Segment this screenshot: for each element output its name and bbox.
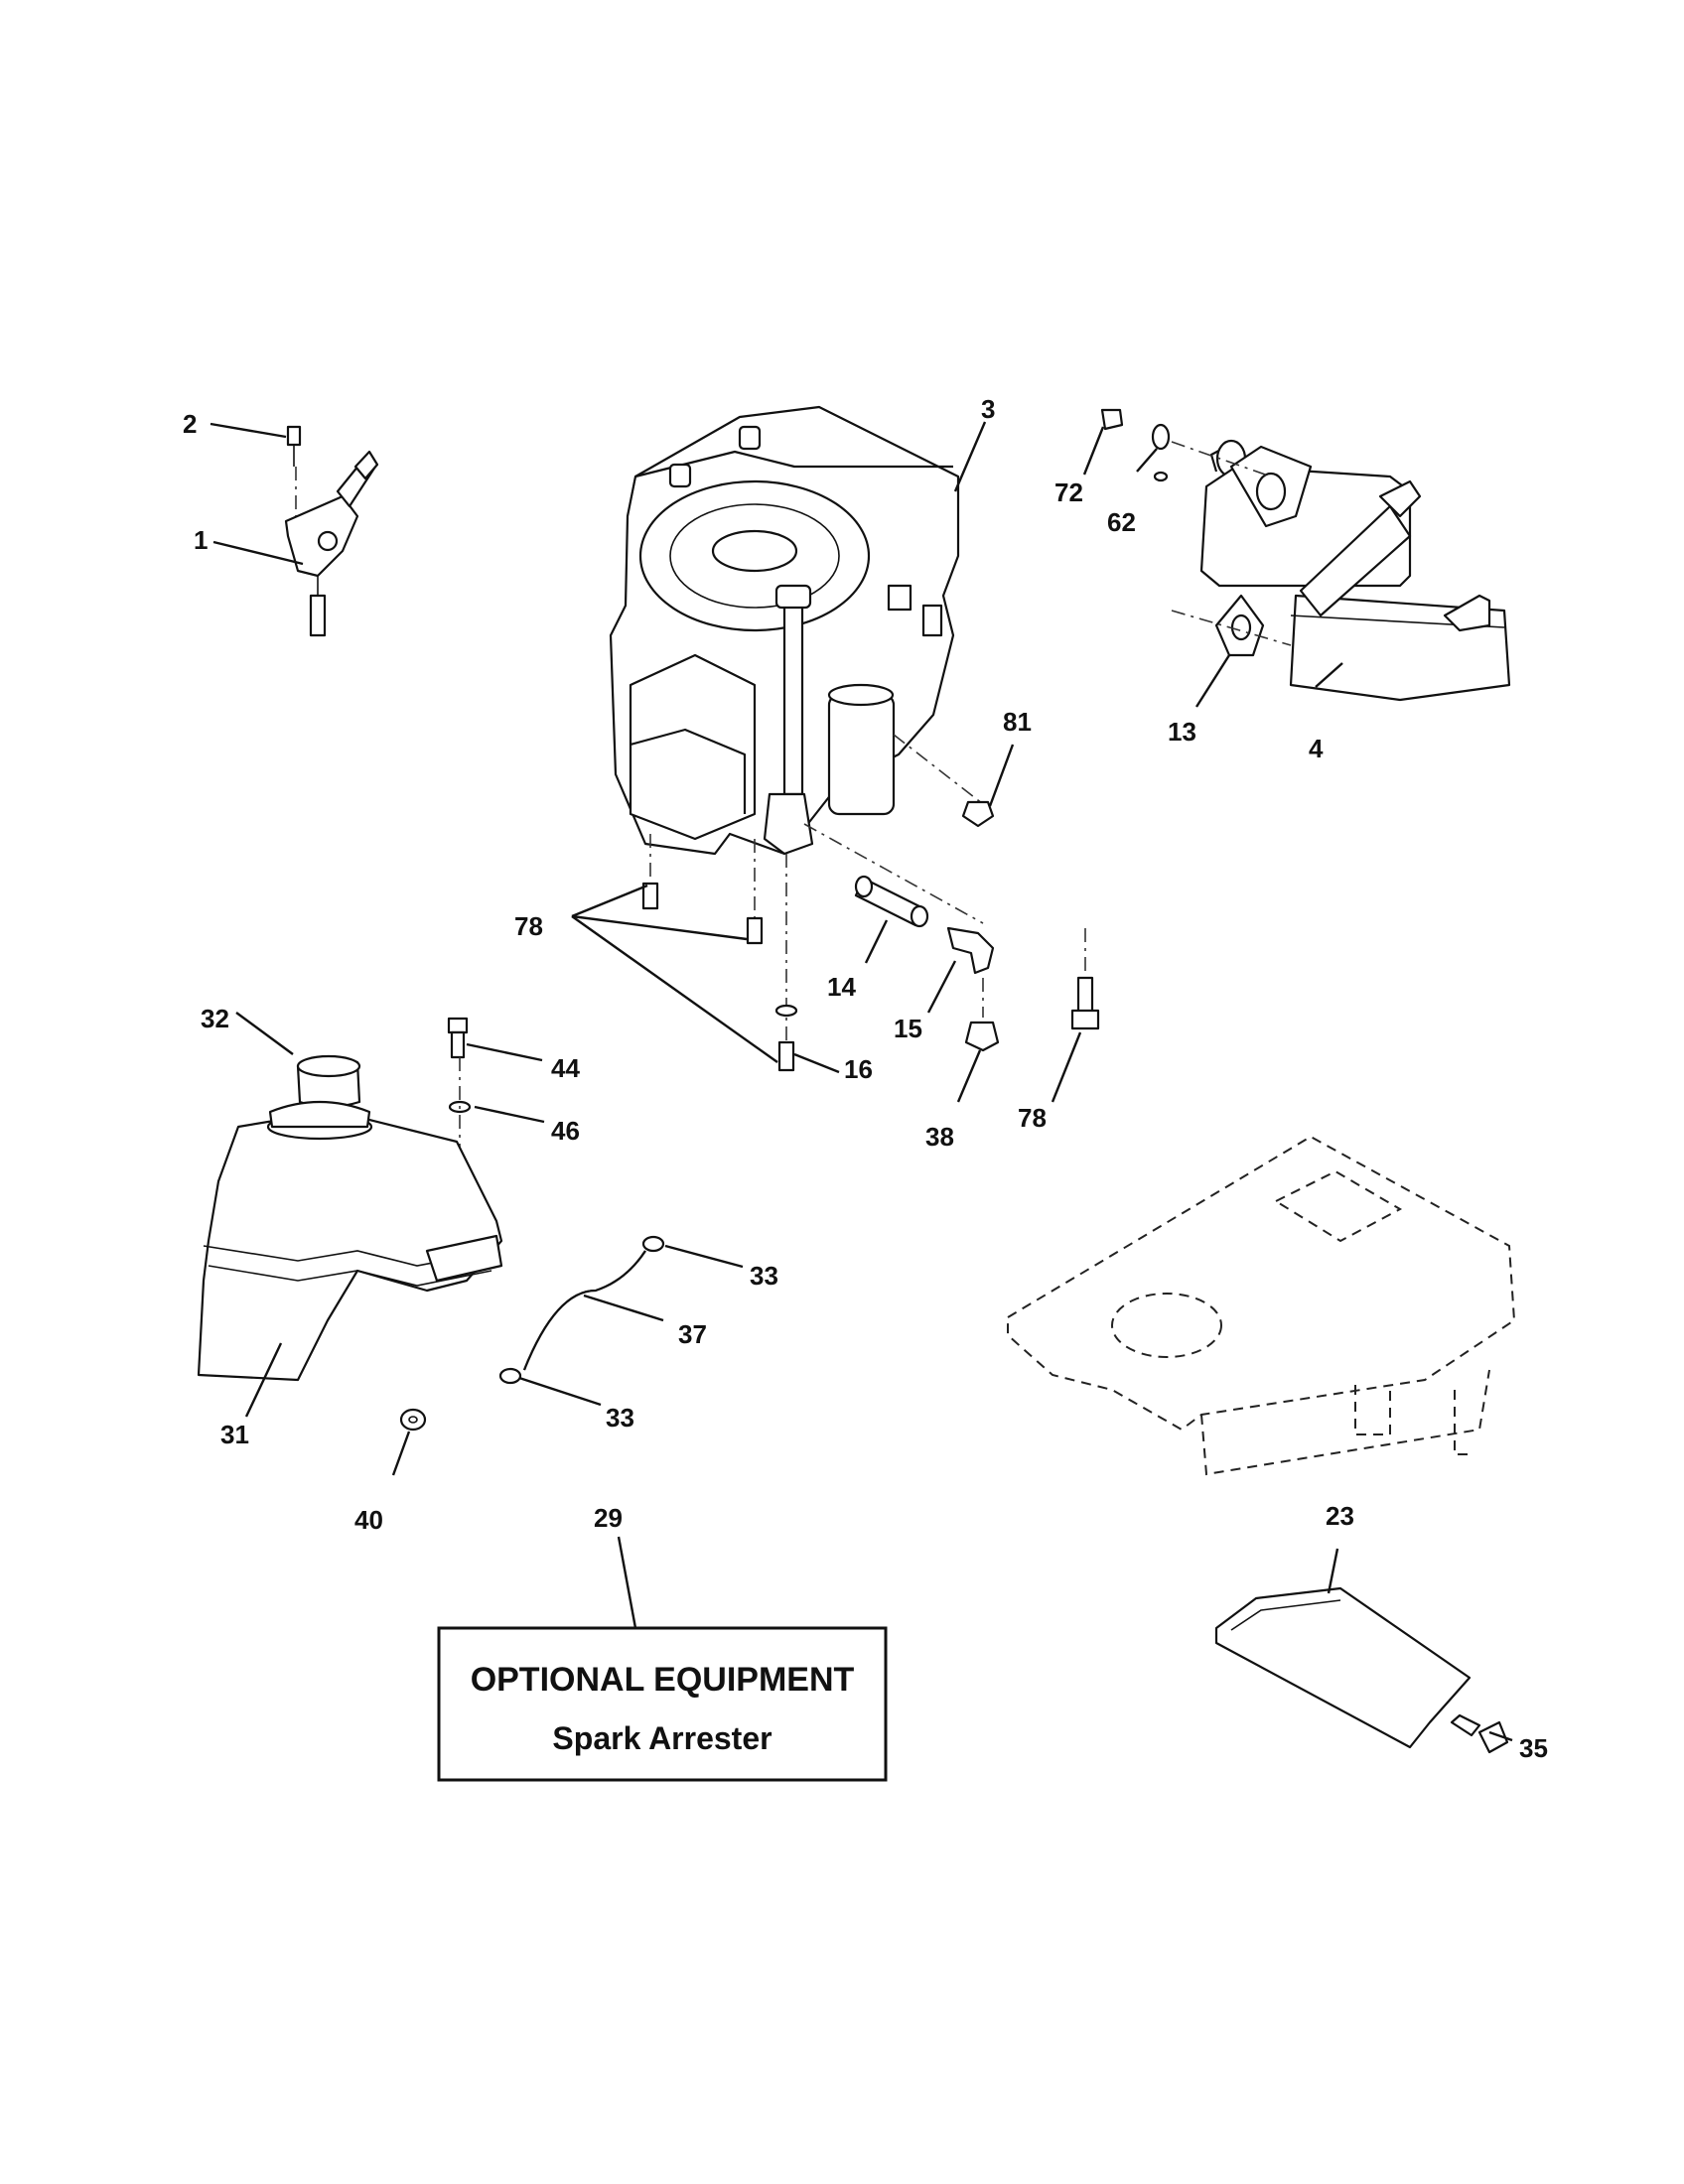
engine [609,405,960,856]
spacer [399,1408,427,1432]
callout-33a: 33 [750,1261,778,1291]
callout-37: 37 [678,1319,707,1349]
callout-62: 62 [1107,507,1136,537]
callout-72: 72 [1054,478,1083,507]
fuel-fittings [803,734,1100,1052]
frame-reference [1007,1135,1516,1476]
callout-44: 44 [551,1053,580,1083]
callout-46: 46 [551,1116,580,1146]
callout-40: 40 [354,1505,383,1535]
callout-labels: 1 2 3 4 13 14 15 16 23 29 31 32 33 33 35… [183,394,1548,1763]
callout-14: 14 [827,972,856,1002]
callout-4: 4 [1309,734,1324,763]
callout-78b: 78 [1018,1103,1047,1133]
optional-equipment-box: OPTIONAL EQUIPMENT Spark Arrester [437,1626,888,1782]
callout-2: 2 [183,409,197,439]
fuel-line [498,1235,665,1385]
optional-equipment-title: OPTIONAL EQUIPMENT [471,1661,855,1699]
fuel-cap [296,1054,361,1109]
callout-3: 3 [981,394,995,424]
callout-38: 38 [925,1122,954,1152]
heat-shield [1214,1586,1509,1754]
callout-81: 81 [1003,707,1032,737]
engine-mount-bolts [641,834,798,1072]
callout-35: 35 [1519,1733,1548,1763]
callout-13: 13 [1168,717,1196,747]
callout-78a: 78 [514,911,543,941]
muffler-assembly [1100,408,1511,702]
leader-lines [210,421,1513,1742]
throttle-control-assembly [284,425,379,637]
callout-16: 16 [844,1054,873,1084]
fuel-tank [197,1100,503,1382]
callout-23: 23 [1326,1501,1354,1531]
callout-31: 31 [220,1420,249,1449]
callout-32: 32 [201,1004,229,1033]
callout-29: 29 [594,1503,623,1533]
optional-equipment-subtitle: Spark Arrester [552,1720,772,1756]
callout-33b: 33 [606,1403,634,1433]
callout-1: 1 [194,525,208,555]
callout-15: 15 [894,1014,922,1043]
